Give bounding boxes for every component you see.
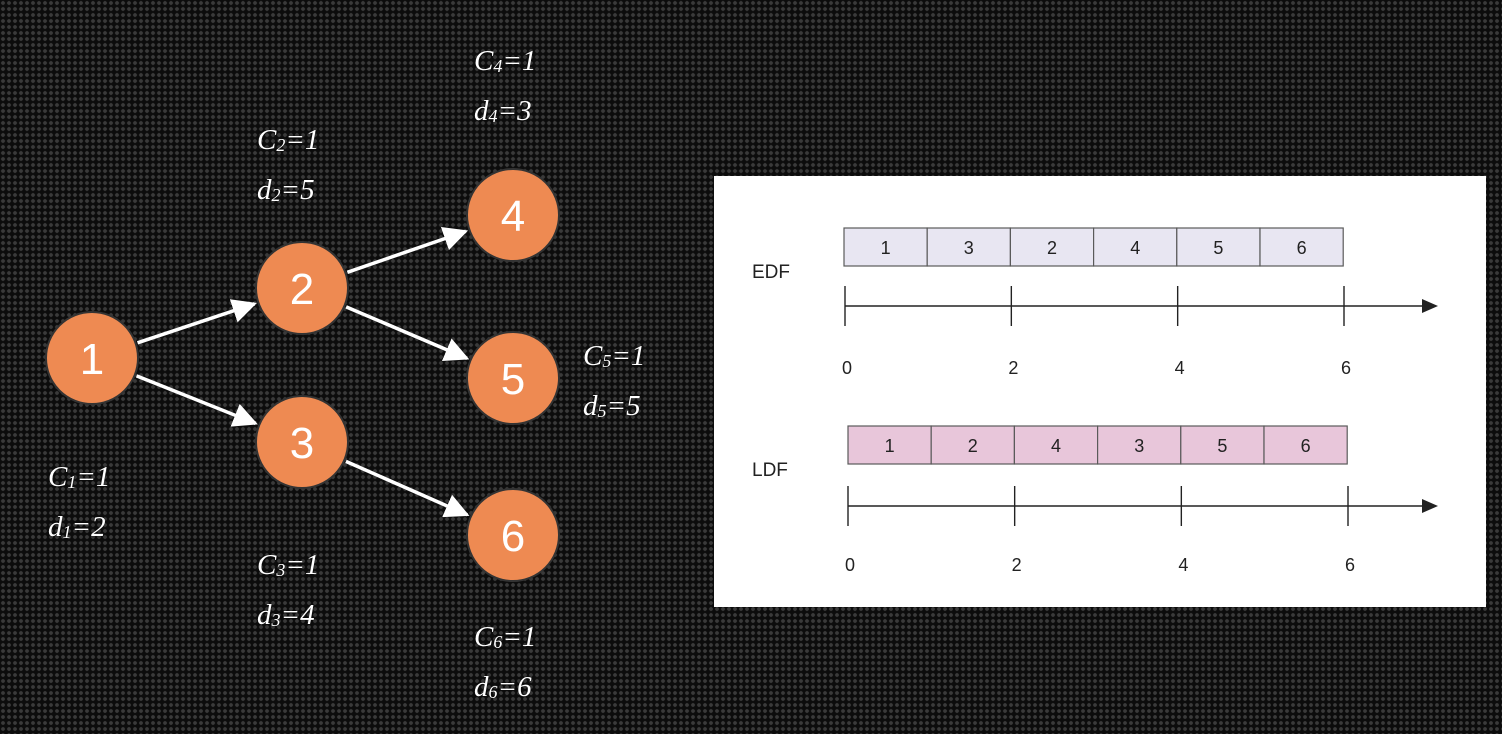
schedule-edf-slot-1 <box>843 227 928 267</box>
node-2-c-label: C2=1 <box>257 124 320 156</box>
schedule-ldf-name: LDF <box>752 460 788 481</box>
node-3-c-label: C3=1 <box>257 549 320 581</box>
node-5-attributes: C5=1 d5=5 <box>583 331 645 431</box>
task-node-5-circle <box>466 331 560 425</box>
node-4-attributes: C4=1 d4=3 <box>474 36 536 136</box>
node-2-d-label: d2=5 <box>257 174 315 206</box>
node-4-c-label: C4=1 <box>474 45 537 77</box>
edge-1-to-3 <box>135 374 258 427</box>
task-node-4-circle <box>466 168 560 262</box>
schedule-edf-axis-arrow <box>1422 299 1438 313</box>
node-5-d-label: d5=5 <box>583 390 641 422</box>
edge-1-to-2 <box>136 299 257 345</box>
task-node-6: 6 <box>466 488 560 582</box>
node-1-c-label: C1=1 <box>48 461 111 493</box>
node-6-c-label: C6=1 <box>474 621 537 653</box>
task-node-3-circle <box>255 395 349 489</box>
schedule-edf-slot-1-task: 1 <box>881 238 891 258</box>
task-node-2-circle <box>255 241 349 335</box>
edge-3-to-6 <box>345 459 470 518</box>
task-node-3: 3 <box>255 395 349 489</box>
schedule-edf-slot-5 <box>1176 227 1261 267</box>
schedule-edf-tick-label-4: 4 <box>1175 358 1185 378</box>
schedule-edf-slot-2-task: 3 <box>964 238 974 258</box>
task-node-4-label: 4 <box>501 192 525 241</box>
task-node-2: 2 <box>255 241 349 335</box>
schedule-ldf-tick-label-2: 2 <box>1012 555 1022 575</box>
schedule-edf-slot-3 <box>1009 227 1095 267</box>
schedule-edf-slot-6-task: 6 <box>1297 238 1307 258</box>
schedule-edf-slot-3-task: 2 <box>1047 238 1057 258</box>
schedule-edf-tick-label-2: 2 <box>1008 358 1018 378</box>
task-node-1: 1 <box>45 311 139 405</box>
task-node-3-label: 3 <box>290 419 314 468</box>
task-node-4: 4 <box>466 168 560 262</box>
schedule-ldf-slot-6-task: 6 <box>1301 436 1311 456</box>
task-node-5-label: 5 <box>501 355 525 404</box>
task-node-5: 5 <box>466 331 560 425</box>
schedule-ldf: LDF 1 2 4 3 5 6 0 2 4 6 <box>752 425 1438 575</box>
node-3-d-label: d3=4 <box>257 599 315 631</box>
schedule-ldf-slot-4-task: 3 <box>1134 436 1144 456</box>
schedule-ldf-axis-arrow <box>1422 499 1438 513</box>
task-node-1-circle <box>45 311 139 405</box>
schedule-edf-slot-2 <box>926 227 1011 267</box>
schedule-ldf-tick-label-0: 0 <box>845 555 855 575</box>
schedule-ldf-slot-2 <box>930 425 1015 465</box>
schedule-edf-slot-4-task: 4 <box>1130 238 1140 258</box>
node-1-attributes: C1=1 d1=2 <box>48 452 110 552</box>
schedule-ldf-tick-label-6: 6 <box>1345 555 1355 575</box>
node-2-attributes: C2=1 d2=5 <box>257 115 319 215</box>
node-3-attributes: C3=1 d3=4 <box>257 540 319 640</box>
task-node-1-label: 1 <box>80 335 104 384</box>
node-5-c-label: C5=1 <box>583 340 646 372</box>
schedule-edf: EDF 1 3 2 4 5 6 0 2 4 6 <box>752 227 1438 378</box>
node-4-d-label: d4=3 <box>474 95 532 127</box>
schedule-ldf-tick-label-4: 4 <box>1178 555 1188 575</box>
schedule-ldf-slot-3-task: 4 <box>1051 436 1061 456</box>
task-node-6-circle <box>466 488 560 582</box>
schedule-edf-slot-6 <box>1259 227 1344 267</box>
schedule-ldf-slot-2-task: 2 <box>968 436 978 456</box>
schedule-ldf-slot-5 <box>1180 425 1265 465</box>
node-6-d-label: d6=6 <box>474 671 532 703</box>
schedule-edf-tick-label-6: 6 <box>1341 358 1351 378</box>
edge-2-to-4 <box>346 226 469 274</box>
node-1-d-label: d1=2 <box>48 511 106 543</box>
schedule-edf-slot-5-task: 5 <box>1213 238 1223 258</box>
schedule-edf-name: EDF <box>752 262 790 283</box>
schedule-edf-tick-label-0: 0 <box>842 358 852 378</box>
schedule-ldf-slot-5-task: 5 <box>1217 436 1227 456</box>
schedule-ldf-slot-1-task: 1 <box>885 436 895 456</box>
task-node-2-label: 2 <box>290 265 314 314</box>
node-6-attributes: C6=1 d6=6 <box>474 612 536 712</box>
schedule-ldf-slot-6 <box>1263 425 1348 465</box>
edge-2-to-5 <box>345 305 470 361</box>
schedule-ldf-slot-1 <box>847 425 932 465</box>
task-node-6-label: 6 <box>501 512 525 561</box>
schedule-ldf-slot-4 <box>1097 425 1182 465</box>
